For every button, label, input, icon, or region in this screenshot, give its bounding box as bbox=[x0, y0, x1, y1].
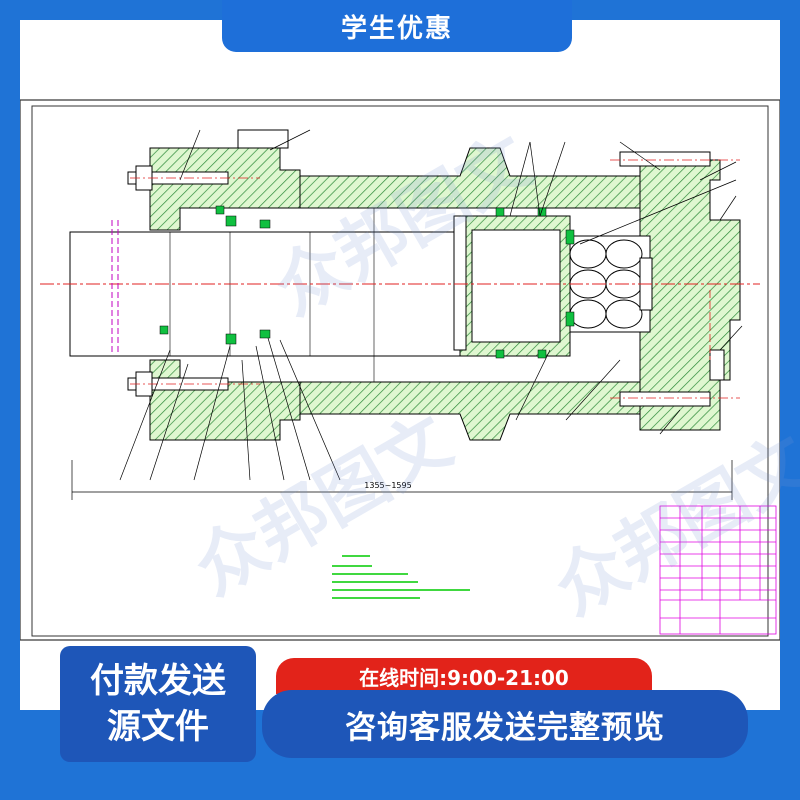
bolt-bottom-right bbox=[619, 391, 711, 407]
gland-top bbox=[149, 147, 301, 231]
end-cap bbox=[639, 159, 741, 431]
promo-line-1: 付款发送 bbox=[90, 661, 226, 701]
top-screw bbox=[237, 129, 289, 149]
drawing-border bbox=[20, 99, 780, 641]
seal-rings bbox=[159, 205, 575, 359]
promo-line-2: 源文件 bbox=[107, 707, 209, 747]
leader-lines bbox=[119, 129, 743, 481]
bolt-top-right bbox=[619, 151, 711, 167]
title-block bbox=[659, 505, 777, 635]
cylinder-assembly-drawing: 1355~1595 bbox=[20, 99, 780, 641]
gland-bottom bbox=[149, 359, 301, 441]
piston-core bbox=[471, 229, 561, 343]
grease-fitting bbox=[709, 349, 725, 381]
promo-source-file-badge: 付款发送 源文件 bbox=[60, 646, 256, 762]
drawing-sheet: 1355~1595 众邦图文 bbox=[20, 20, 800, 710]
overall-length-dimension: 1355~1595 bbox=[364, 481, 411, 490]
student-discount-banner: 学生优惠 bbox=[222, 0, 572, 52]
piston-guide bbox=[453, 215, 467, 351]
online-hours-tag: 在线时间:9:00-21:00 bbox=[276, 658, 652, 694]
technical-notes bbox=[332, 555, 470, 599]
consult-service-button[interactable]: 咨询客服发送完整预览 bbox=[262, 690, 748, 758]
drawing-inner-border bbox=[31, 105, 769, 637]
barrel-top bbox=[299, 147, 641, 209]
